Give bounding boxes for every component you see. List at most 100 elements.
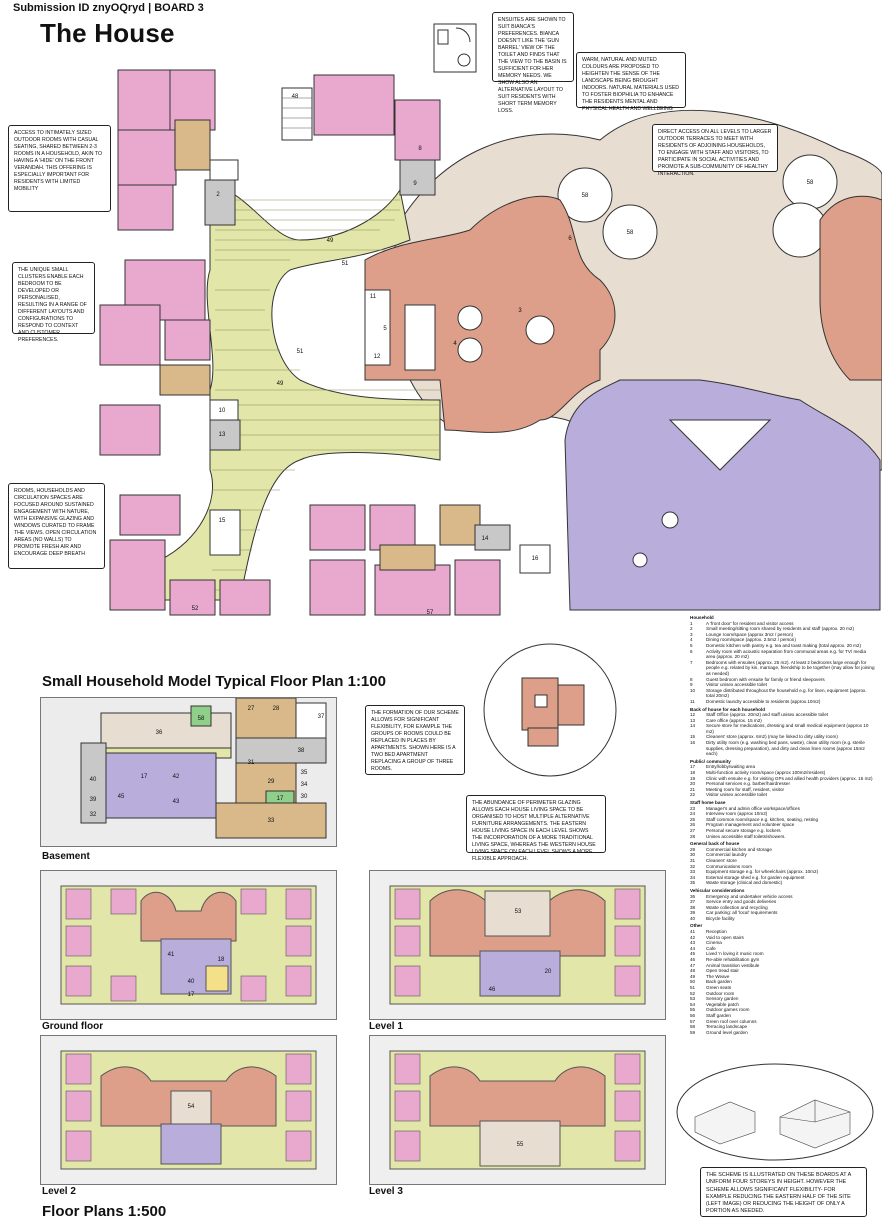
legend-text: Lived 'n loving it music room	[706, 951, 764, 957]
legend-number: 30	[690, 852, 696, 858]
plan-label: 5	[383, 326, 387, 332]
legend-text: Storage distributed throughout the house…	[706, 687, 867, 699]
legend-text: Lounge room/space (approx 3m2 / person)	[706, 631, 794, 637]
legend-number: 27	[690, 827, 696, 833]
legend-number: 37	[690, 899, 696, 905]
legend-number: 32	[690, 863, 696, 869]
plan-label: 58	[198, 716, 205, 722]
plan-label: 54	[188, 1104, 195, 1110]
plan-label: 34	[301, 782, 308, 788]
legend-number: 28	[690, 833, 696, 839]
legend-heading: Staff home base	[690, 800, 726, 805]
legend-text: Reception	[706, 929, 727, 935]
legend-number: 11	[690, 698, 695, 704]
legend-number: 1	[690, 620, 693, 626]
bedroom	[374, 564, 451, 616]
legend-number: 53	[690, 996, 696, 1002]
legend-text: Sensory garden	[706, 996, 739, 1002]
plan-label: 16	[532, 556, 539, 562]
legend-heading: Household	[690, 615, 714, 620]
level2-label: Level 2	[42, 1186, 76, 1197]
legend-number: 34	[690, 874, 696, 880]
plan-label: 4	[453, 341, 457, 347]
note-colours: Warm, natural and muted colours are prop…	[576, 52, 686, 112]
legend-heading: Other	[690, 923, 703, 929]
level1-plan: 53 20 46	[369, 870, 666, 1020]
legend-number: 48	[690, 968, 696, 974]
bedroom	[309, 504, 366, 551]
note-terraces: Direct access on all levels to larger ou…	[652, 124, 778, 177]
legend-number: 21	[690, 786, 696, 792]
legend-text: Multi-function activity room/space (appr…	[706, 770, 826, 776]
plan-label: 10	[219, 408, 226, 414]
plan-label: 52	[192, 606, 199, 612]
plan-label: 14	[482, 536, 489, 542]
legend-text: Vegetable patch	[706, 1001, 739, 1007]
plan-label: 18	[218, 957, 225, 963]
plan-label: 28	[273, 706, 280, 712]
legend-text: Clinic with ensuite e.g. for visiting GP…	[706, 775, 873, 781]
legend-text: Dining room/space (approx. 2.5m2 / perso…	[706, 637, 796, 643]
legend-number: 26	[690, 822, 696, 828]
level2-plan: 54	[40, 1035, 337, 1185]
legend-number: 22	[690, 792, 696, 798]
legend-text: Cinema	[706, 940, 722, 946]
legend-text: Staff garden	[706, 1012, 731, 1018]
legend-number: 6	[690, 648, 693, 654]
legend-text: A 'front door' for resident and visitor …	[706, 620, 794, 626]
plan-label: 51	[297, 349, 304, 355]
note-rooms: Rooms, households and circulation spaces…	[8, 483, 105, 569]
floor-plans-title: Floor Plans 1:500	[42, 1203, 167, 1220]
legend-text: Bedrooms with ensuites (approx. 25 m2). …	[706, 659, 875, 676]
note-clusters: The unique small clusters enable each be…	[12, 262, 95, 343]
bedroom	[219, 579, 271, 616]
plan-label: 58	[582, 193, 589, 199]
legend-number: 25	[690, 816, 696, 822]
legend-heading: Back of house for each household	[690, 706, 766, 712]
plan-label: 38	[298, 748, 305, 754]
legend-number: 17	[690, 764, 696, 770]
legend-number: 15	[690, 734, 696, 740]
legend-number: 44	[690, 945, 696, 951]
terrace-circle	[557, 167, 613, 223]
legend-text: Back garden	[706, 979, 732, 985]
ground-floor-plan: 18 41 40 17	[40, 870, 337, 1020]
legend-number: 51	[690, 985, 696, 990]
plan-label: 30	[301, 794, 308, 800]
plan-label: 13	[219, 432, 226, 438]
plan-label: 11	[370, 294, 377, 300]
plan-label: 48	[292, 94, 299, 100]
ground-floor-label: Ground floor	[42, 1021, 104, 1032]
bedroom	[117, 184, 174, 231]
legend-number: 59	[690, 1029, 696, 1035]
legend-text: Entry/lobby/waiting area	[706, 764, 756, 770]
legend-text: The Weave	[706, 973, 730, 979]
legend-text: Program management and volunteer space	[706, 822, 795, 828]
legend-number: 20	[690, 781, 696, 787]
legend-number: 58	[690, 1024, 696, 1030]
bedroom	[454, 559, 501, 616]
plan-label: 17	[277, 796, 284, 802]
legend-number: 54	[690, 1001, 696, 1007]
legend-item: 54 Vegetable patch	[690, 1002, 875, 1008]
legend-number: 14	[690, 723, 696, 729]
legend-heading: Public/ community	[690, 758, 731, 764]
